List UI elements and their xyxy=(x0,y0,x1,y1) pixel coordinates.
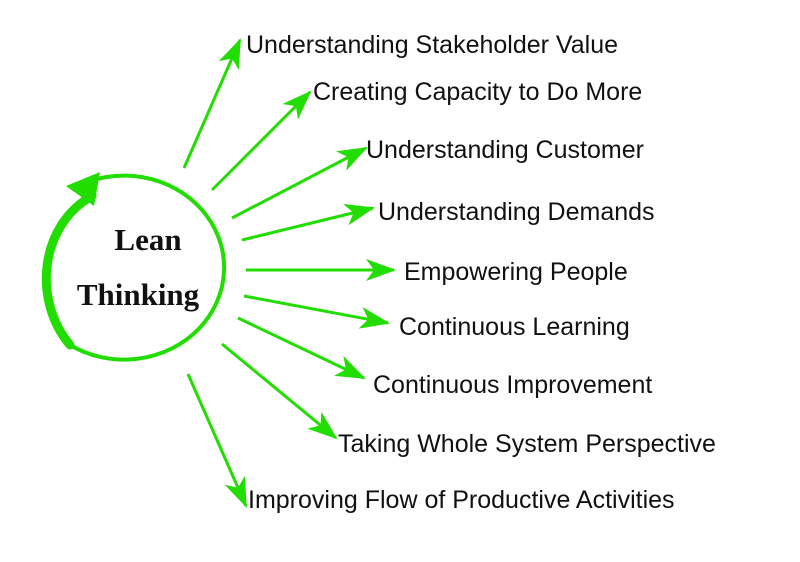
item-label: Understanding Stakeholder Value xyxy=(246,31,618,59)
center-cycle: Lean Thinking xyxy=(41,172,227,362)
arrow-continuous-learning xyxy=(243,294,390,329)
item-label: Creating Capacity to Do More xyxy=(313,78,642,106)
arrow-improving-flow xyxy=(186,373,248,508)
item-label: Continuous Improvement xyxy=(373,371,652,399)
arrow-whole-system xyxy=(221,342,338,440)
arrow-stakeholder-value xyxy=(182,38,242,169)
item-label: Understanding Customer xyxy=(366,136,644,164)
arrow-understanding-demands xyxy=(241,203,375,242)
item-label: Taking Whole System Perspective xyxy=(338,430,716,458)
cycle-ring xyxy=(68,173,227,362)
item-label: Understanding Demands xyxy=(378,198,655,226)
item-label: Continuous Learning xyxy=(399,313,630,341)
arrow-understanding-customer xyxy=(231,146,368,220)
center-title-line2: Thinking xyxy=(77,277,200,312)
cycle-arrowhead-icon xyxy=(66,172,100,206)
arrow-creating-capacity xyxy=(210,90,312,192)
cycle-arc xyxy=(41,191,97,350)
item-labels: Understanding Stakeholder Value Creating… xyxy=(246,31,716,514)
arrow-continuous-improvement xyxy=(237,316,366,380)
item-label: Empowering People xyxy=(404,258,628,286)
item-label: Improving Flow of Productive Activities xyxy=(248,486,675,514)
center-title-line1: Lean xyxy=(114,222,181,257)
arrows xyxy=(182,38,396,508)
